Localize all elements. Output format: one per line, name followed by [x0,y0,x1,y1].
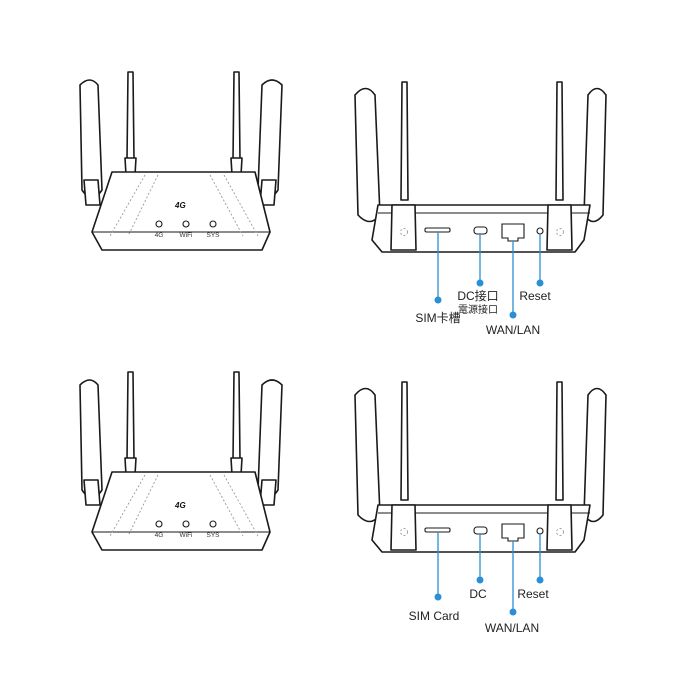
label-wan-bottom: WAN/LAN [485,621,539,635]
callout-dot-wan-top [509,311,517,319]
label-sim-top: SIM卡槽 [415,311,460,325]
label-wan-top: WAN/LAN [486,323,540,337]
back-view-bottom: SIM Card DC WAN/LAN Reset [354,381,607,635]
label-dc-sub-top: 電源接口 [458,303,498,316]
led-label-4g-top: 4G [155,232,164,239]
front-view-bottom: 4G 4G WiFi SYS [79,371,283,551]
led-label-sys-bottom: SYS [206,532,220,539]
callout-dot-dc-bottom [476,576,484,584]
callout-dot-sim-bottom [434,593,442,601]
logo-4g-top: 4G [174,201,186,210]
callout-dot-wan-bottom [509,608,517,616]
led-label-sys-top: SYS [206,232,220,239]
callout-dot-dc-top [476,279,484,287]
label-dc-top: DC接口 [457,288,498,303]
callout-dot-sim-top [434,296,442,304]
callout-dot-reset-top [536,279,544,287]
label-sim-bottom: SIM Card [409,609,460,623]
led-label-wifi-top: WiFi [180,232,193,239]
label-reset-bottom: Reset [517,587,549,601]
logo-4g-bottom: 4G [174,501,186,510]
front-view-top: 4G 4G WiFi SYS [79,71,283,251]
label-reset-top: Reset [519,289,551,303]
led-label-4g-bottom: 4G [155,532,164,539]
led-label-wifi-bottom: WiFi [180,532,193,539]
label-dc-bottom: DC [469,587,487,601]
back-view-top: SIM卡槽 DC接口 電源接口 WAN/LAN Reset [354,81,607,337]
callout-dot-reset-bottom [536,576,544,584]
